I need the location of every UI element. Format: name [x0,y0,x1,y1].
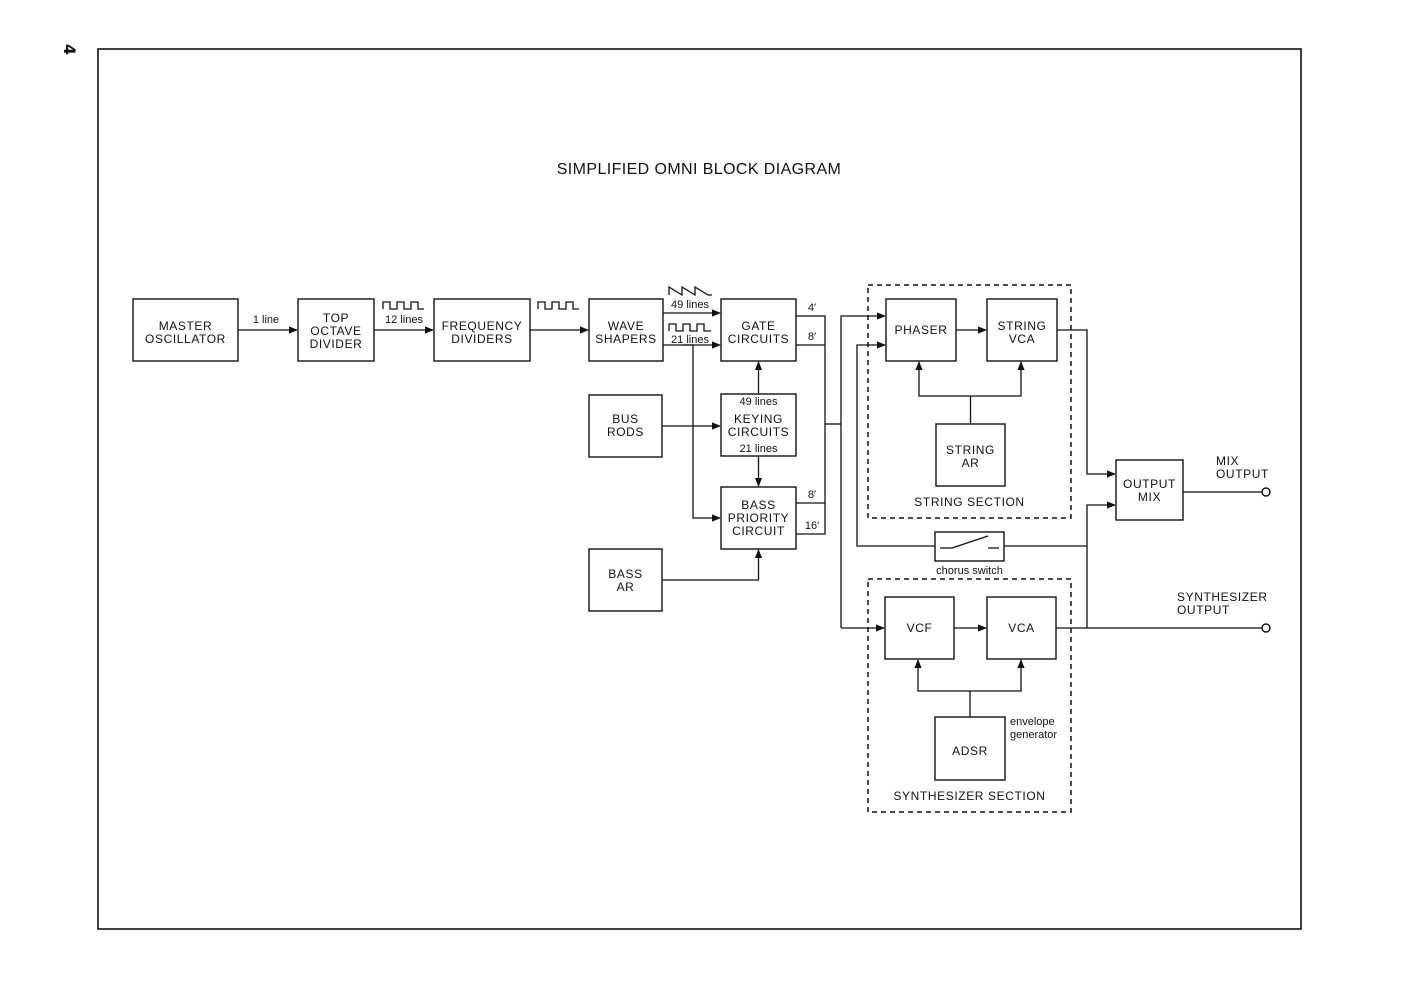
bass-8ft-label: 8′ [808,489,816,501]
adsr-block: ADSR [934,716,1006,781]
keying-21-lines-label: 21 lines [740,443,778,455]
block-label: BASS [608,567,642,581]
vcf-block: VCF [884,596,955,660]
one-line-label: 1 line [253,314,279,326]
wire-bass-16ft [796,503,826,535]
synthesizer-section-label: SYNTHESIZER SECTION [893,789,1045,803]
block-label: BUS [612,412,638,426]
block-label: CIRCUITS [728,425,789,439]
block-label: CIRCUIT [732,524,785,538]
switch-icon [951,535,989,549]
block-label: MIX [1138,490,1161,504]
synthesizer-section-border [867,578,1072,813]
twelve-lines-label: 12 lines [385,314,423,326]
wire-vca-to-mix [1086,501,1116,628]
wire-string-ar-to-vca [970,361,1025,397]
gate-8ft-label: 8′ [808,331,816,343]
wire-string-vca-to-mix [1057,329,1116,478]
block-label: TOP [323,311,349,325]
page-title: SIMPLIFIED OMNI BLOCK DIAGRAM [557,161,842,178]
block-label: STRING [998,319,1047,333]
square-wave-icon [382,301,424,310]
block-label: STRING [946,443,995,457]
block-label: OUTPUT [1123,477,1176,491]
block-label: DIVIDER [310,337,363,351]
gate-4ft-label: 4′ [808,302,816,314]
output-terminal-icon [1261,623,1271,633]
block-label: SHAPERS [595,332,657,346]
phaser-block: PHASER [885,298,957,362]
block-label: GATE [741,319,775,333]
wire-gate-4ft [796,315,826,424]
chorus-switch [934,531,1005,562]
wire-bass-ar-to-bass-priority [662,549,763,581]
vca-block: VCA [986,596,1057,660]
block-label: BASS [741,498,775,512]
sawtooth-wave-icon [668,285,712,297]
square-wave-icon [537,301,579,310]
block-label: MASTER [159,319,213,333]
square-wave-icon [668,323,711,332]
wire-adsr-to-vcf [914,659,970,692]
block-label: VCF [907,621,933,635]
block-label: FREQUENCY [442,319,523,333]
wire-adsr-to-vca [970,659,1025,692]
block-label: WAVE [608,319,644,333]
block-label: ADSR [952,744,988,758]
block-label: CIRCUITS [728,332,789,346]
block-label: OSCILLATOR [145,332,226,346]
block-label: DIVIDERS [451,332,512,346]
chorus-switch-label: chorus switch [936,565,1003,577]
forty-nine-lines-label: 49 lines [671,299,709,311]
string-section-label: STRING SECTION [914,495,1024,509]
block-label: OCTAVE [310,324,361,338]
twenty-one-lines-label: 21 lines [671,334,709,346]
block-label: VCA [1009,332,1035,346]
wire-wave-to-bass-priority [683,344,721,522]
wire-bus-to-phaser [840,312,886,628]
block-label: AR [962,456,980,470]
wire-chorus-to-phaser [856,341,935,547]
block-label: RODS [607,425,644,439]
page-frame [97,48,1302,930]
keying-49-lines-label: 49 lines [740,396,778,408]
bass-16ft-label: 16′ [805,520,819,532]
block-label: AR [617,580,635,594]
block-label: KEYING [734,412,783,426]
block-label: PHASER [895,323,948,337]
string-section-border [867,284,1072,519]
output-terminal-icon [1261,487,1271,497]
block-label: PRIORITY [728,511,789,525]
wire-string-ar-to-phaser [915,361,971,397]
block-label: VCA [1008,621,1034,635]
